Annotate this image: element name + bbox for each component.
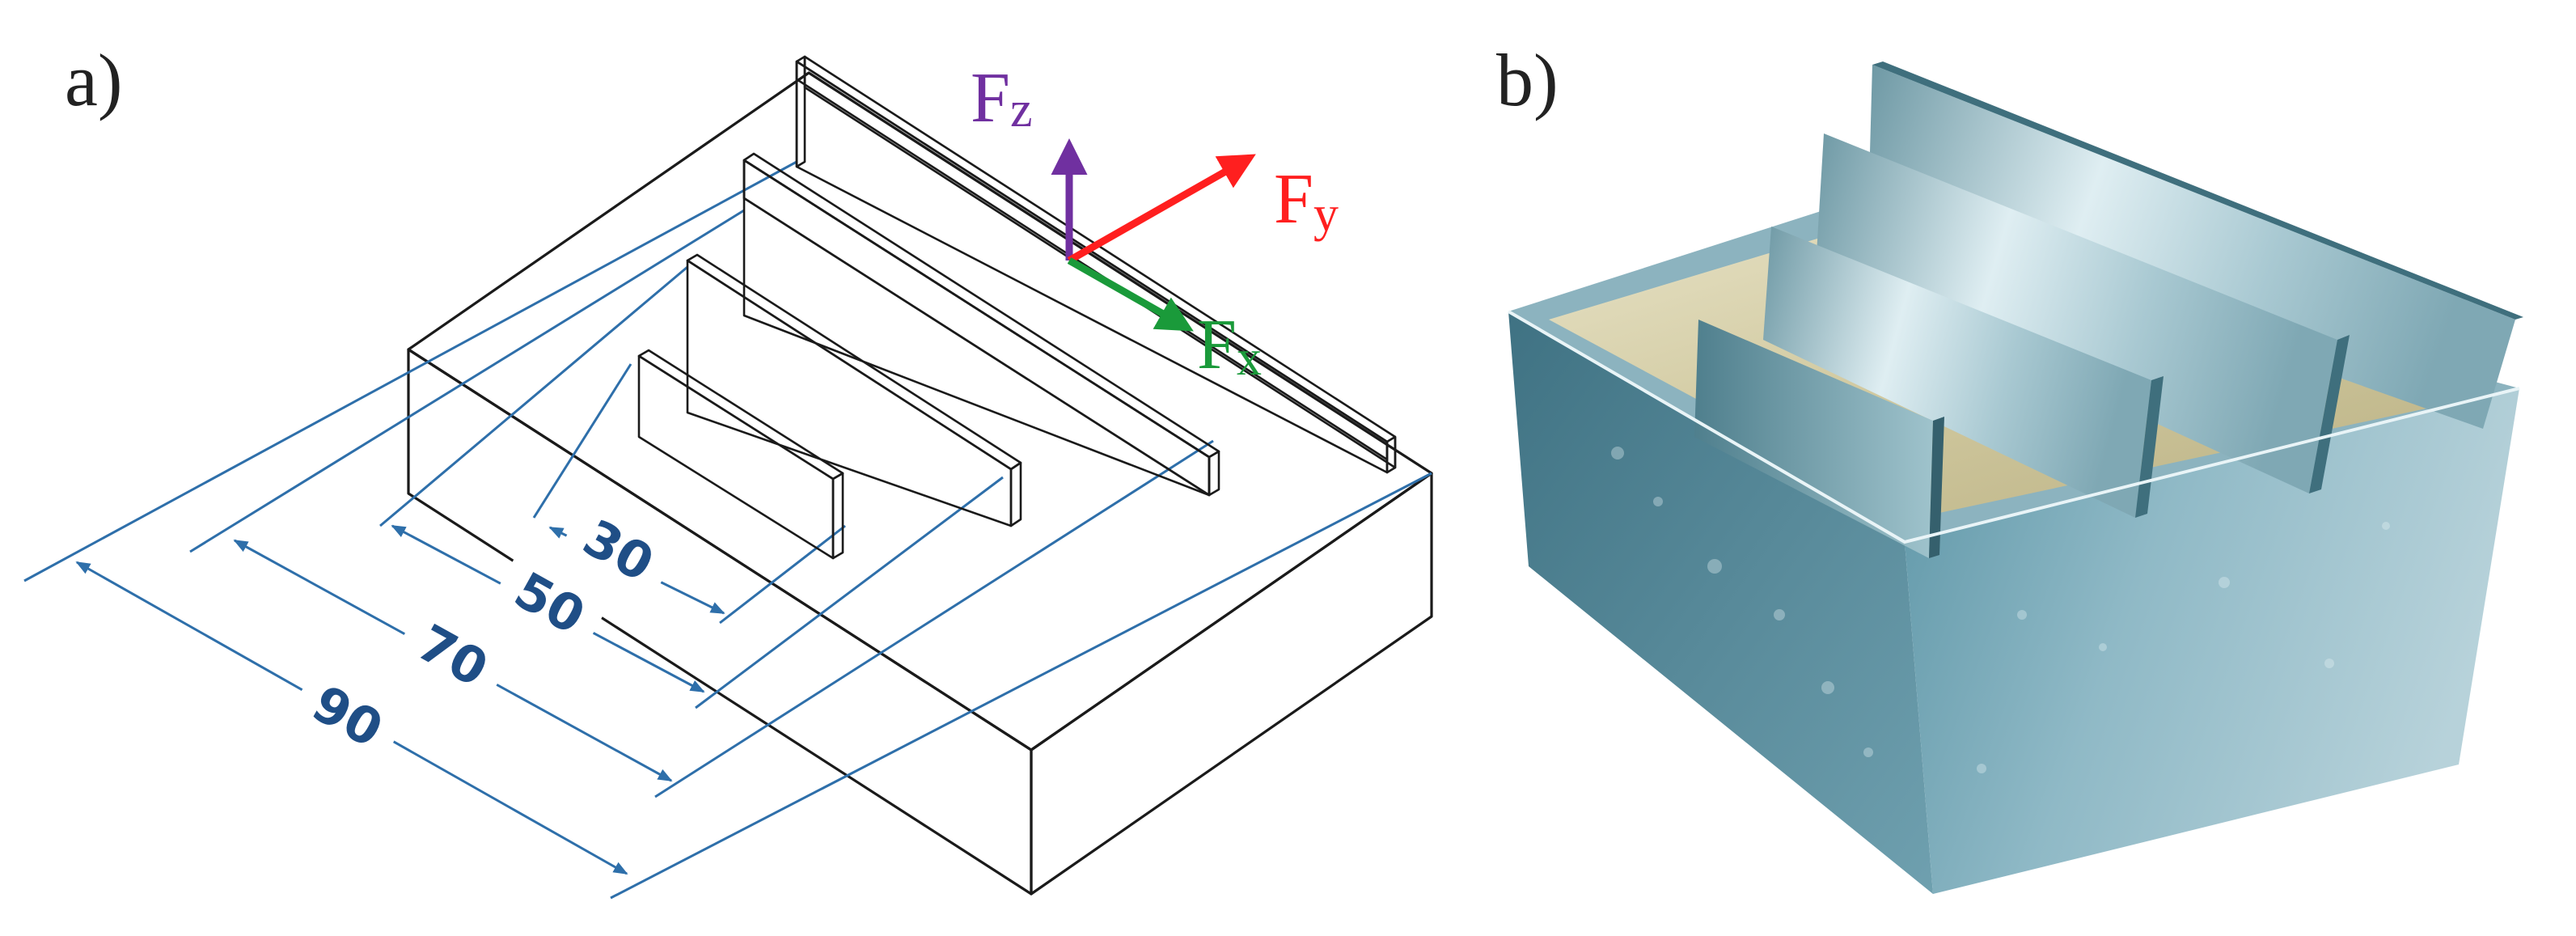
force-arrow-fy <box>1067 154 1256 264</box>
dim-extension-right-90 <box>610 472 1432 900</box>
photo-block-left-face <box>1508 311 1933 894</box>
panel-label-a: a) <box>65 39 122 121</box>
photo-surface-texture <box>1611 447 2390 773</box>
dim-extension-70 <box>189 209 745 553</box>
dim-label-bg-70 <box>391 601 515 708</box>
force-label-fx: Fx <box>1197 306 1262 386</box>
force-label-fz: Fz <box>971 59 1032 138</box>
dimension-labels: 30 50 70 90 <box>286 496 681 769</box>
dim-extension-right-30 <box>719 524 846 625</box>
dimension-lines <box>23 160 1432 900</box>
dim-label-bg-90 <box>286 662 410 769</box>
dim-extension-right-50 <box>695 476 1004 709</box>
force-arrows: Fz Fy Fx <box>971 59 1339 386</box>
dim-label-bg-50 <box>489 548 612 655</box>
panel-label-b: b) <box>1496 39 1559 121</box>
dim-label-bg-30 <box>557 496 681 603</box>
panel-a: a) 30 <box>23 39 1433 900</box>
plate-90 <box>795 55 1397 474</box>
photo-plate-70 <box>1816 133 2337 493</box>
plate-30 <box>637 349 844 560</box>
photo-block-front-face <box>1905 388 2519 894</box>
photo-rim-highlight <box>1507 310 2520 544</box>
photo-plate-30 <box>1694 320 1933 558</box>
photo-plate-50 <box>1763 227 2151 518</box>
dim-extension-90 <box>23 160 797 582</box>
dim-extension-right-70 <box>654 439 1214 798</box>
dim-extension-30 <box>532 363 632 519</box>
block-right-face <box>1030 472 1433 896</box>
force-label-fy: Fy <box>1274 160 1339 242</box>
photo-plate-90 <box>1868 65 2515 429</box>
plate-90-top-edge <box>803 55 1397 469</box>
plate-70-face <box>742 159 1211 497</box>
plate-70 <box>742 152 1220 497</box>
machined-part-photo <box>1507 61 2523 894</box>
panel-b: b) <box>1496 39 2523 894</box>
plate-30-face <box>637 354 835 560</box>
plate-50 <box>686 253 1022 527</box>
dim-extension-50 <box>379 265 688 527</box>
force-arrow-fx <box>1067 257 1194 332</box>
